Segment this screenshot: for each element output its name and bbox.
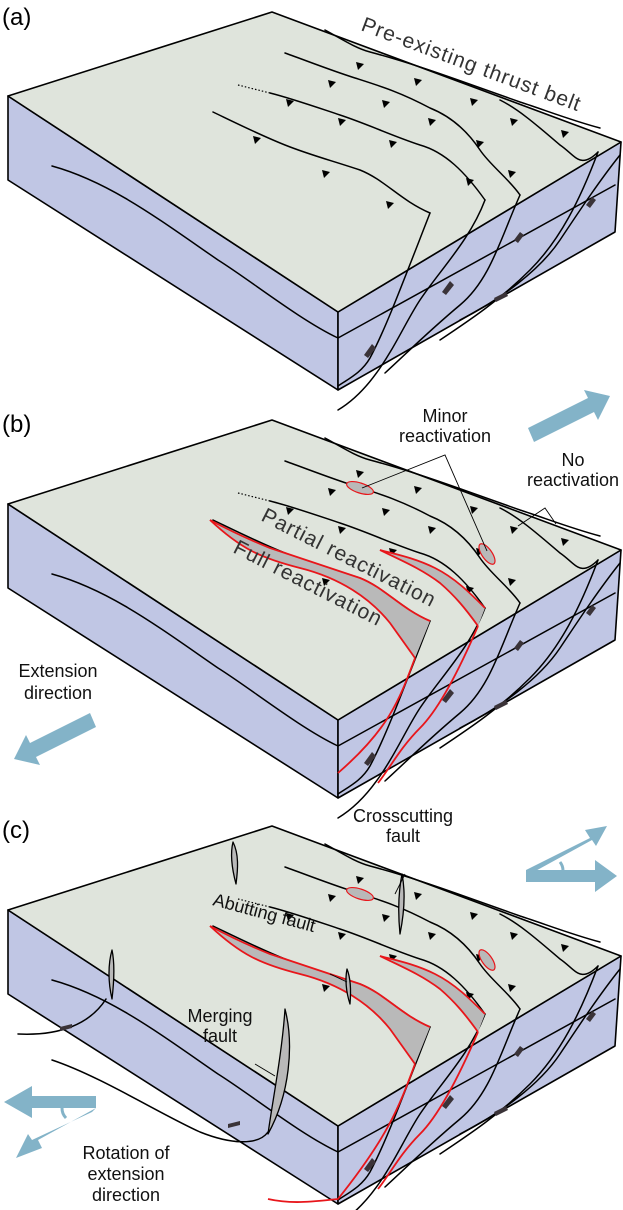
merging-fault: [267, 1008, 291, 1135]
panel-label-c: (c): [2, 817, 30, 844]
panel-c: (c): [2, 806, 622, 1210]
new-fault-plane: [230, 841, 239, 885]
extension-arrow-ne: [528, 390, 610, 442]
abutting-fault: [345, 968, 352, 1005]
rotation-arrows-sw: [4, 1086, 96, 1158]
panel-label-a: (a): [2, 4, 31, 31]
extension-arrow-sw: [14, 713, 96, 765]
label-no-reactivation-line1: No: [561, 450, 584, 470]
label-rotation-line2: extension: [87, 1164, 164, 1184]
crosscutting-fault: [398, 873, 405, 935]
label-minor-reactivation-line1: Minor: [422, 406, 467, 426]
label-extension-direction-line1: Extension: [18, 661, 97, 681]
minor-reactivation-patch: [345, 480, 375, 496]
label-crosscutting-fault-line2: fault: [386, 826, 420, 846]
panel-a: (a) Pre-existing thrust belt: [2, 4, 622, 411]
label-merging-fault-line1: Merging: [187, 1006, 252, 1026]
label-rotation-line3: direction: [92, 1185, 160, 1205]
minor-reactivation-patch: [345, 886, 375, 902]
label-no-reactivation-line2: reactivation: [527, 470, 619, 490]
label-extension-direction-line2: direction: [24, 683, 92, 703]
panel-label-b: (b): [2, 411, 31, 438]
label-rotation-line1: Rotation of: [82, 1143, 170, 1163]
label-merging-fault-line2: fault: [203, 1026, 237, 1046]
rotation-arrows-ne: [526, 826, 617, 892]
label-crosscutting-fault-line1: Crosscutting: [353, 806, 453, 826]
new-fault-plane: [108, 949, 115, 1000]
label-minor-reactivation-line2: reactivation: [399, 426, 491, 446]
minor-reactivation-patch: [478, 949, 496, 971]
minor-reactivation-patch: [478, 543, 496, 565]
panel-b: (b) Minor reactivation No reactivation: [2, 390, 622, 819]
